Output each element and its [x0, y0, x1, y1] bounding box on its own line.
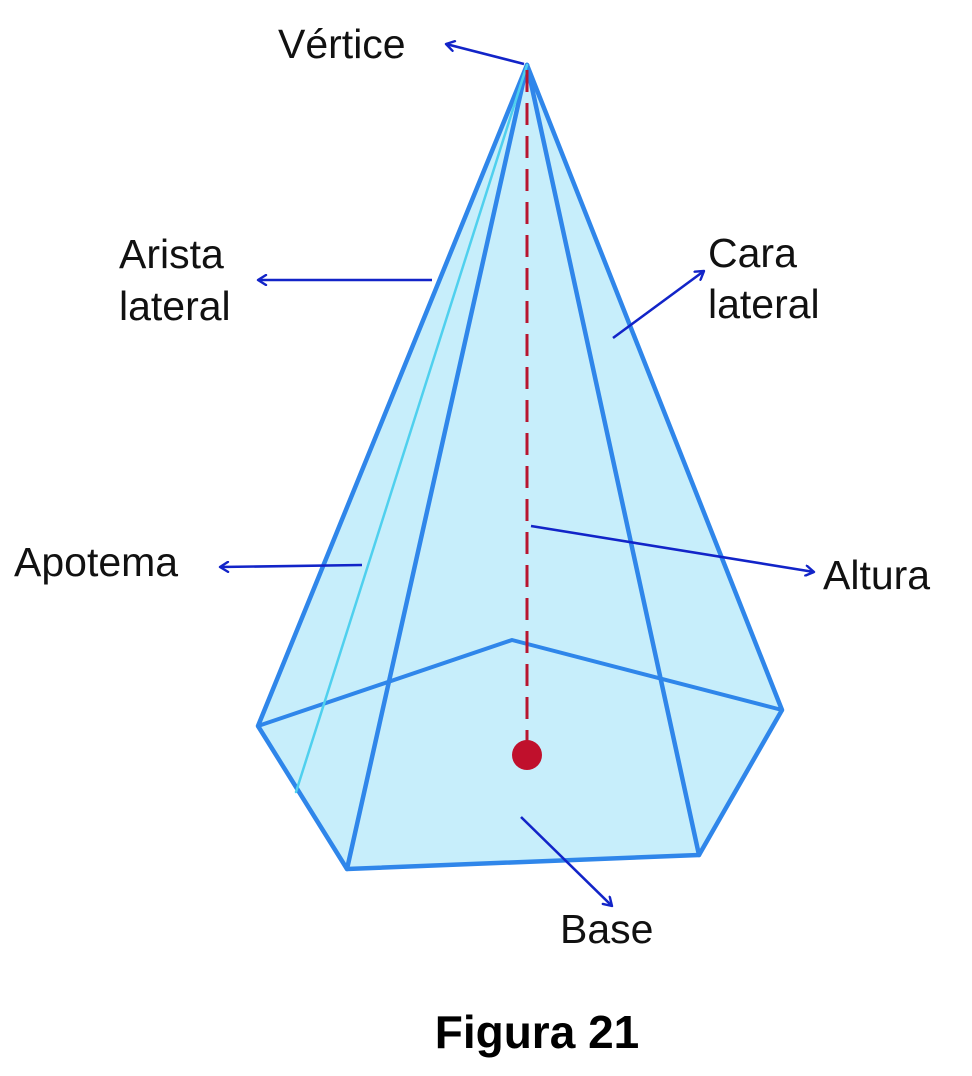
base-front-edges: [256, 708, 784, 872]
lateral-edge-right: [524, 62, 785, 713]
arrow-apotema: [220, 565, 363, 567]
lateral-edge-front-right: [524, 62, 702, 858]
label-arista-lateral-line2: lateral: [119, 283, 231, 329]
figure-caption: Figura 21: [435, 1006, 640, 1058]
label-cara-lateral-line1: Cara: [708, 230, 797, 276]
label-base: Base: [560, 906, 653, 952]
arrow-base: [520, 816, 612, 906]
label-vertice: Vértice: [278, 21, 406, 67]
apothem-line: [294, 63, 529, 794]
arrow-vertice: [446, 44, 525, 66]
label-apotema: Apotema: [14, 539, 178, 585]
arrow-altura: [530, 524, 814, 572]
label-arista-lateral-line1: Arista: [119, 231, 224, 277]
base-center-point: [512, 740, 542, 770]
label-altura: Altura: [823, 552, 930, 598]
lateral-edge-left: [255, 62, 530, 729]
lateral-edge-front-left: [344, 62, 530, 872]
label-cara-lateral-line2: lateral: [708, 281, 820, 327]
base-back-edges: [257, 638, 783, 728]
pyramid-body: [258, 65, 782, 869]
arrow-cara-lateral: [612, 271, 704, 340]
